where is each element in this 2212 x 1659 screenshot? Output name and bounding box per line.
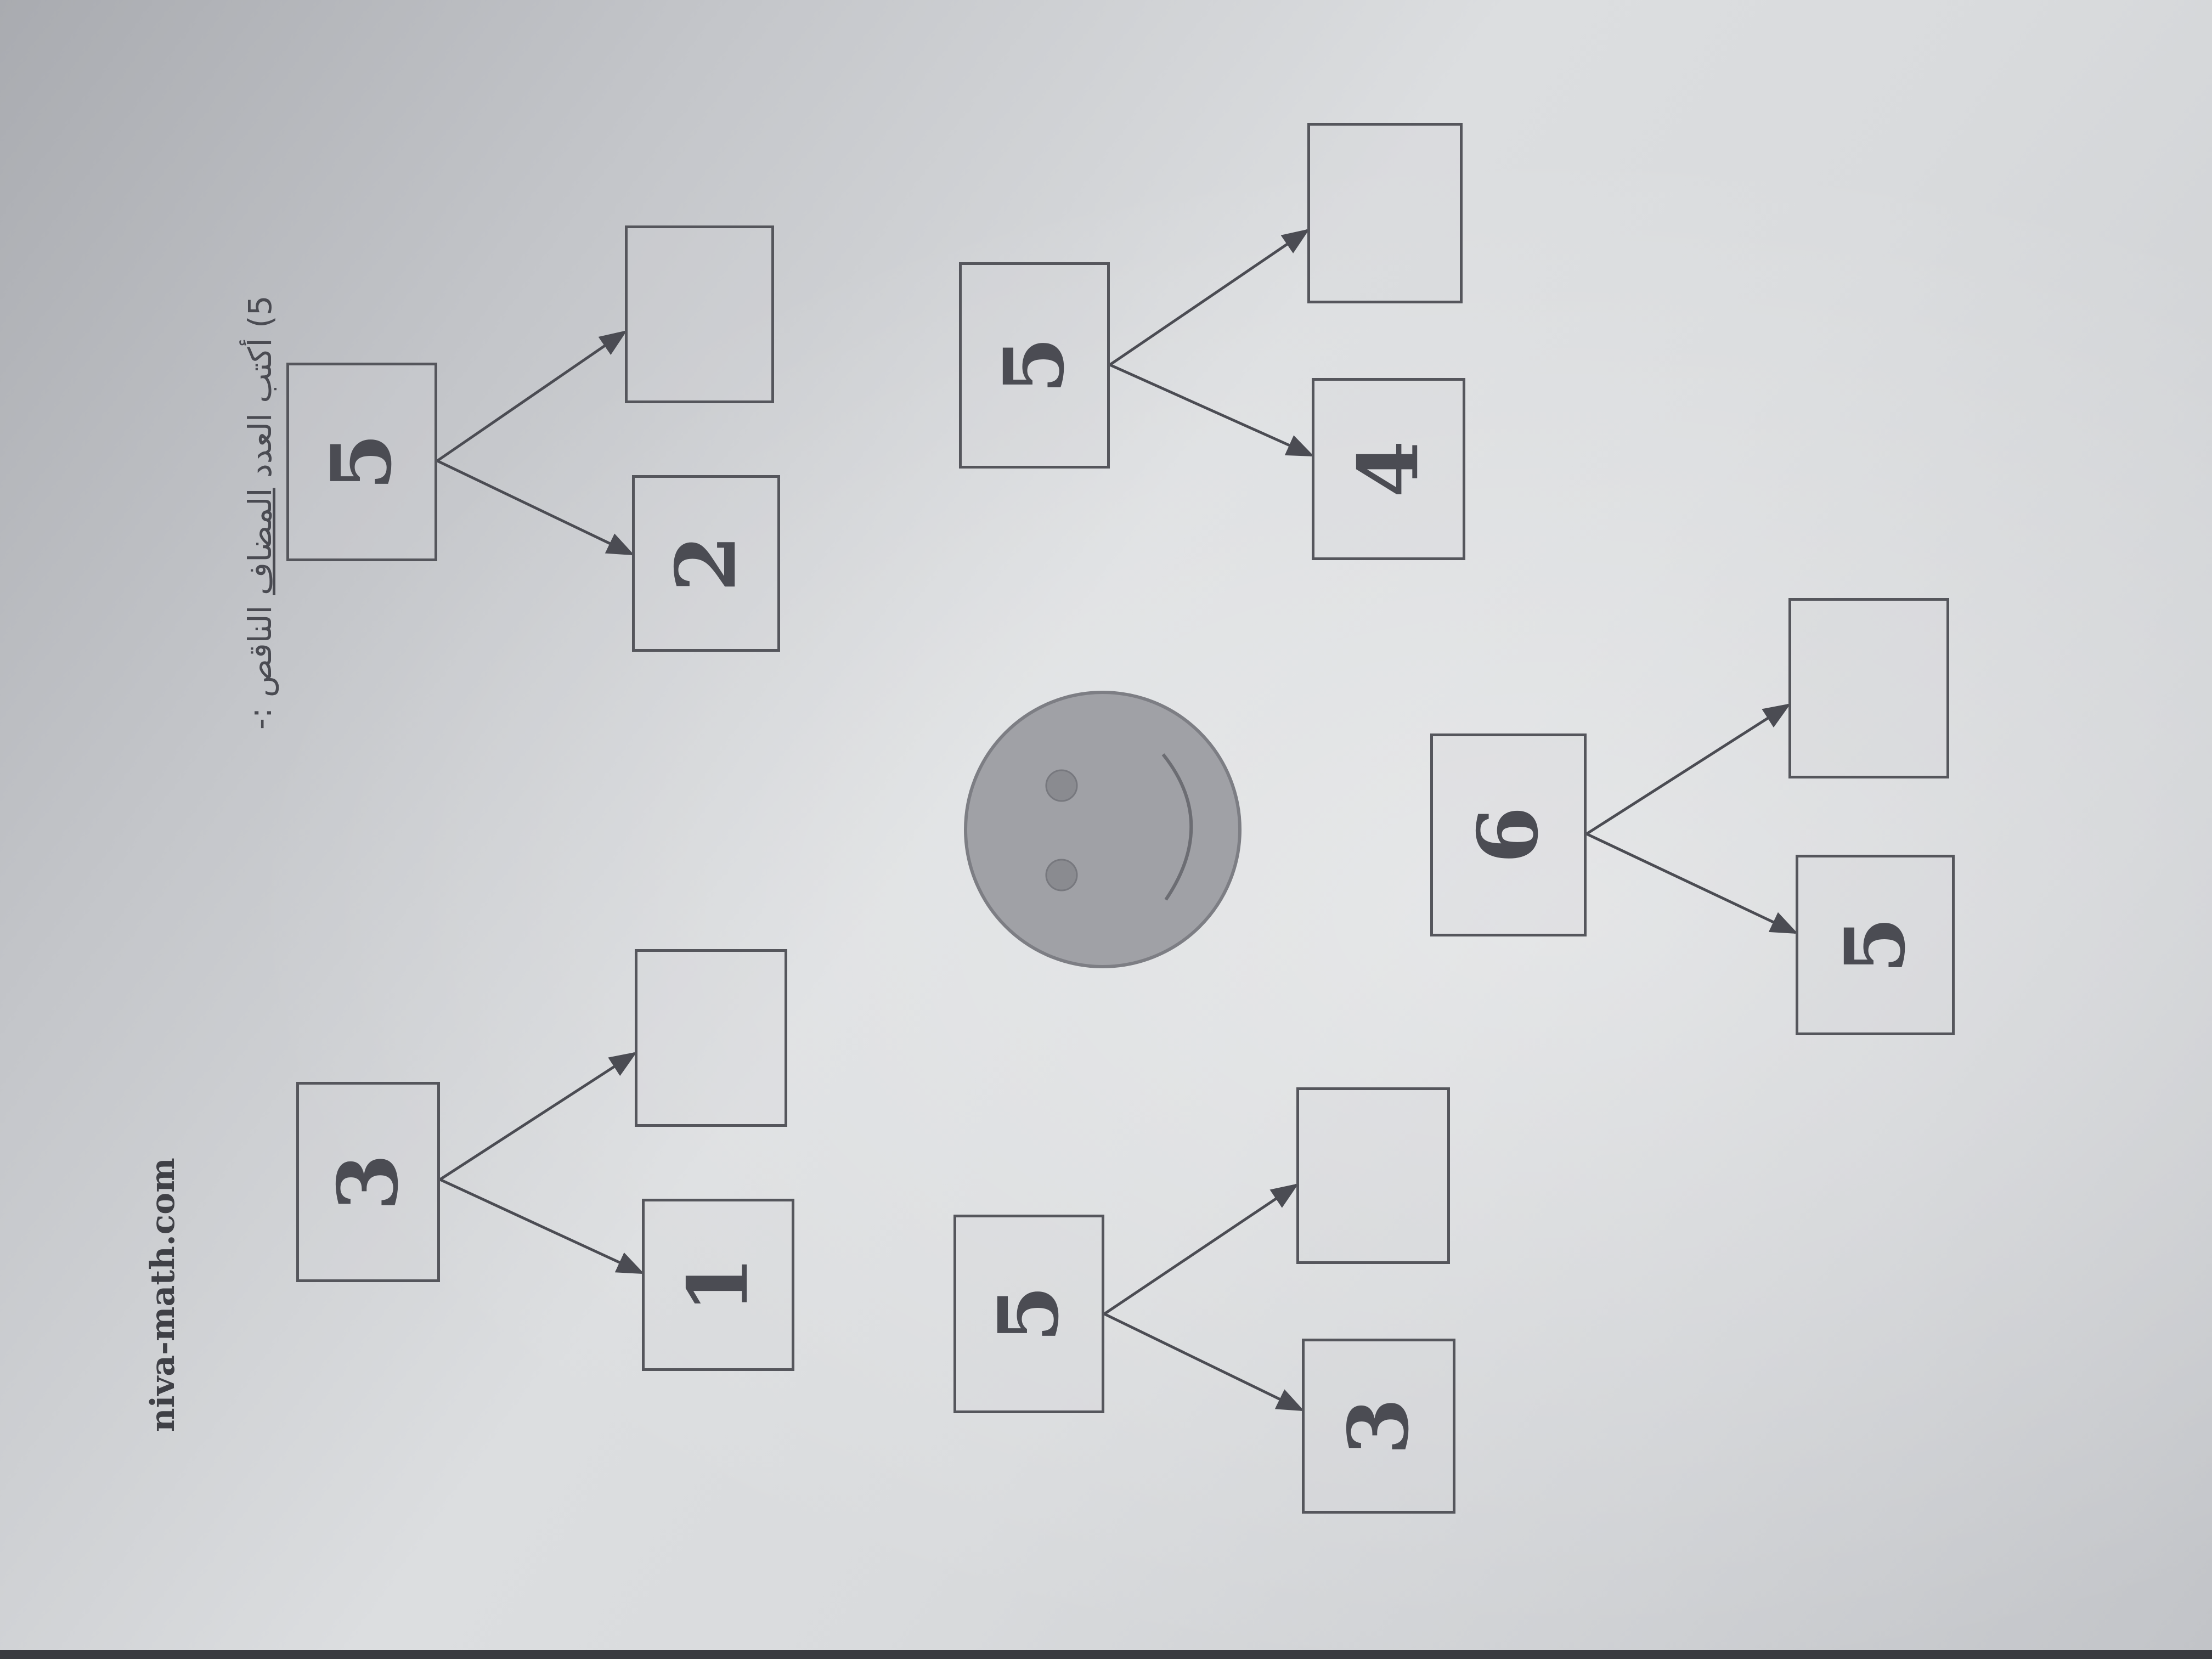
total-box: 5 (959, 262, 1110, 469)
known-addend-box: 4 (1312, 378, 1465, 560)
known-addend-box: 5 (1796, 855, 1955, 1035)
missing-addend-box[interactable] (635, 949, 787, 1127)
smiley-face (964, 691, 1242, 968)
total-box: 5 (286, 363, 437, 561)
missing-addend-box[interactable] (1788, 598, 1949, 778)
known-addend-box: 1 (642, 1199, 794, 1371)
arrow (1585, 703, 1791, 836)
arrow (1585, 832, 1798, 934)
smiley-eye (1045, 769, 1078, 802)
arrow (439, 1178, 645, 1274)
missing-addend-box[interactable] (1296, 1087, 1450, 1264)
smiley-mouth (1161, 753, 1193, 901)
known-addend-box: 3 (1302, 1339, 1455, 1514)
table-edge (0, 1650, 2212, 1659)
arrow (1109, 363, 1314, 457)
total-box: 6 (1430, 733, 1587, 936)
arrow (436, 330, 628, 462)
smiley-eye (1045, 859, 1078, 891)
arrow (1103, 1183, 1299, 1316)
known-addend-box: 2 (632, 475, 780, 652)
arrow (436, 459, 635, 556)
total-box: 5 (953, 1215, 1104, 1413)
arrow (439, 1052, 637, 1181)
missing-addend-box[interactable] (625, 225, 774, 403)
arrow (1103, 1312, 1305, 1412)
arrow (1109, 229, 1310, 366)
missing-addend-box[interactable] (1307, 123, 1463, 303)
total-box: 3 (296, 1082, 440, 1282)
